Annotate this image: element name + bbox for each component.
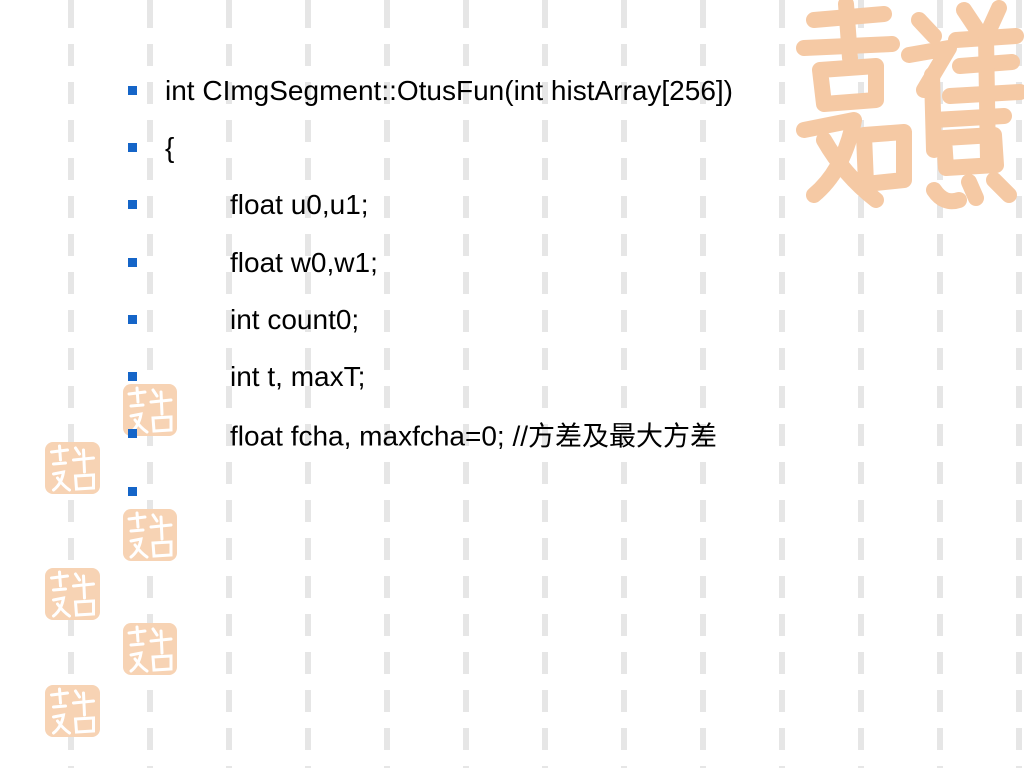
seal-glyph-icon <box>50 687 95 735</box>
square-bullet-icon <box>128 200 137 210</box>
code-line: int count0; <box>128 291 948 348</box>
code-line-text: int t, maxT; <box>230 361 366 393</box>
code-line-text: int count0; <box>230 303 360 335</box>
square-bullet-icon <box>128 314 137 324</box>
code-line: int CImgSegment::OtusFun(int histArray[2… <box>128 62 948 119</box>
code-line-text: { <box>165 131 175 163</box>
code-line: float fcha, maxfcha=0; //方差及最大方差 <box>128 406 948 463</box>
small-seal-icon <box>45 568 100 620</box>
code-text: int count0; <box>230 304 359 336</box>
code-line-text: float u0,u1; <box>230 189 369 221</box>
code-text: float u0,u1; <box>230 189 369 221</box>
large-seal-graphic <box>796 0 1024 210</box>
code-line: float u0,u1; <box>128 177 948 234</box>
code-text: { <box>165 132 174 164</box>
small-seal-icon <box>123 384 177 436</box>
code-line: int t, maxT; <box>128 348 948 405</box>
small-seal-icon <box>45 685 100 737</box>
seal-icon <box>784 0 1024 215</box>
code-line-text: float fcha, maxfcha=0; // <box>230 420 529 452</box>
small-seal-icon <box>123 509 177 561</box>
square-bullet-icon <box>128 142 137 152</box>
seal-glyph-icon <box>127 386 173 434</box>
seal-glyph-icon <box>127 625 173 673</box>
code-line-text: float w0,w1; <box>230 246 378 278</box>
code-line-text: int CImgSegment::OtusFun(int histArray[2… <box>165 74 733 106</box>
code-text: float fcha, maxfcha=0; //方差及最大方差 <box>230 415 717 454</box>
code-text: int t, maxT; <box>230 361 365 393</box>
code-line: { <box>128 119 948 176</box>
seal-glyph-icon <box>127 511 173 559</box>
code-listing: int CImgSegment::OtusFun(int histArray[2… <box>128 62 948 520</box>
small-seal-icon <box>45 442 100 494</box>
square-bullet-icon <box>128 257 137 267</box>
code-comment: 方差及最大方差 <box>528 421 718 453</box>
code-line: float w0,w1; <box>128 234 948 291</box>
code-text: float w0,w1; <box>230 247 378 279</box>
seal-glyph-icon <box>50 444 95 492</box>
square-bullet-icon <box>128 429 137 439</box>
code-line <box>128 463 948 520</box>
square-bullet-icon <box>128 372 137 382</box>
seal-glyph-icon <box>50 570 95 618</box>
square-bullet-icon <box>128 486 137 496</box>
square-bullet-icon <box>128 85 137 95</box>
code-text: int CImgSegment::OtusFun(int histArray[2… <box>165 75 733 107</box>
small-seal-icon <box>123 623 177 675</box>
